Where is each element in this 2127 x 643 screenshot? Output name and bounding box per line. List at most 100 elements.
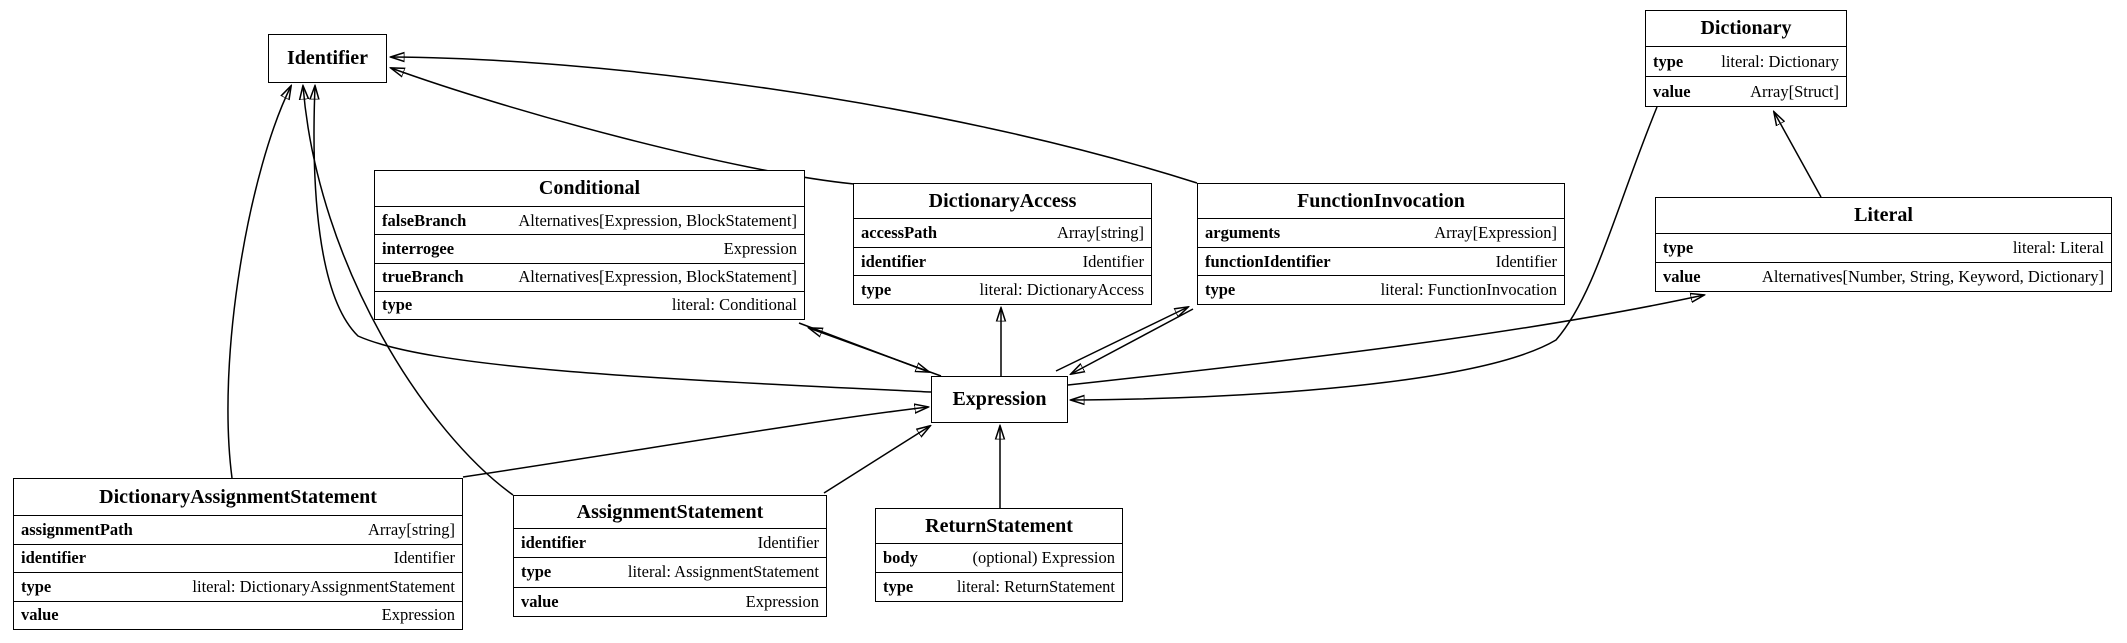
field-name: identifier bbox=[861, 251, 927, 271]
field-row: identifier Identifier bbox=[514, 528, 826, 557]
edge-expression-to-literal bbox=[1067, 295, 1704, 386]
edge-dictionaryAccess-to-identifier bbox=[391, 68, 855, 185]
field-name: assignmentPath bbox=[21, 519, 133, 539]
field-row: body (optional) Expression bbox=[876, 543, 1122, 572]
field-type: Expression bbox=[381, 605, 455, 625]
node-return-statement-title: ReturnStatement bbox=[925, 514, 1073, 537]
field-name: accessPath bbox=[861, 222, 938, 242]
node-dictionary-access: DictionaryAccess accessPath Array[string… bbox=[853, 183, 1152, 305]
field-type: literal: ReturnStatement bbox=[956, 577, 1115, 596]
field-row: assignmentPath Array[string] bbox=[14, 515, 462, 544]
field-row: trueBranch Alternatives[Expression, Bloc… bbox=[375, 262, 804, 291]
field-type: Array[string] bbox=[1056, 222, 1144, 242]
field-row: type literal: Literal bbox=[1656, 233, 2111, 262]
node-literal-title: Literal bbox=[1854, 204, 1913, 226]
field-type: Array[Expression] bbox=[1434, 222, 1557, 242]
field-row: interrogee Expression bbox=[375, 234, 804, 262]
field-type: Identifier bbox=[393, 548, 455, 568]
field-row: accessPath Array[string] bbox=[854, 218, 1151, 247]
node-assignment-statement-title: AssignmentStatement bbox=[576, 500, 764, 523]
field-name: type bbox=[382, 295, 413, 315]
field-row: arguments Array[Expression] bbox=[1198, 218, 1564, 247]
field-type: (optional) Expression bbox=[972, 548, 1115, 567]
field-type: Identifier bbox=[757, 533, 819, 553]
node-function-invocation: FunctionInvocation arguments Array[Expre… bbox=[1197, 183, 1565, 305]
field-type: Identifier bbox=[1082, 251, 1144, 271]
field-type: Identifier bbox=[1495, 251, 1557, 271]
edge-dictionaryAssignmentStatement-to-expression bbox=[462, 407, 928, 478]
field-name: falseBranch bbox=[382, 210, 467, 230]
field-name: functionIdentifier bbox=[1205, 251, 1331, 271]
field-type: literal: Conditional bbox=[671, 295, 797, 315]
field-row: functionIdentifier Identifier bbox=[1198, 246, 1564, 276]
field-row: type literal: AssignmentStatement bbox=[514, 557, 826, 586]
field-type: Alternatives[Expression, BlockStatement] bbox=[518, 267, 797, 287]
edge-functionInvocation-to-expression bbox=[1071, 308, 1194, 374]
edge-dictionaryAssignmentStatement-to-identifier bbox=[227, 86, 291, 479]
field-type: literal: AssignmentStatement bbox=[627, 562, 819, 582]
field-row: value Expression bbox=[14, 600, 462, 630]
field-row: type literal: ReturnStatement bbox=[876, 572, 1122, 601]
field-row: value Expression bbox=[514, 586, 826, 616]
field-name: type bbox=[1663, 238, 1694, 257]
node-function-invocation-title: FunctionInvocation bbox=[1297, 189, 1465, 212]
field-type: Alternatives[Expression, BlockStatement] bbox=[518, 210, 797, 230]
node-dictionary-title: Dictionary bbox=[1700, 17, 1792, 39]
field-row: type literal: DictionaryAssignmentStatem… bbox=[14, 572, 462, 601]
field-name: type bbox=[1653, 51, 1684, 71]
field-row: type literal: FunctionInvocation bbox=[1198, 275, 1564, 304]
edge-expression-to-functionInvocation bbox=[1055, 307, 1188, 372]
edge-functionInvocation-to-identifier bbox=[391, 57, 1198, 184]
field-row: value Array[Struct] bbox=[1646, 76, 1846, 106]
field-type: Array[string] bbox=[367, 519, 455, 539]
field-name: interrogee bbox=[382, 238, 455, 258]
node-identifier: Identifier bbox=[268, 34, 387, 83]
field-name: type bbox=[521, 562, 552, 582]
edge-assignmentStatement-to-expression bbox=[823, 426, 930, 494]
field-type: literal: FunctionInvocation bbox=[1380, 280, 1557, 300]
field-row: identifier Identifier bbox=[854, 246, 1151, 276]
node-dictionary: Dictionary type literal: Dictionary valu… bbox=[1645, 10, 1847, 107]
field-type: Array[Struct] bbox=[1750, 81, 1839, 101]
field-type: Expression bbox=[745, 591, 819, 611]
node-literal: Literal type literal: Literal value Alte… bbox=[1655, 197, 2112, 292]
field-name: arguments bbox=[1205, 222, 1281, 242]
field-type: literal: DictionaryAccess bbox=[979, 280, 1144, 300]
field-row: type literal: Conditional bbox=[375, 290, 804, 319]
field-row: value Alternatives[Number, String, Keywo… bbox=[1656, 262, 2111, 291]
field-row: identifier Identifier bbox=[14, 543, 462, 573]
field-type: literal: DictionaryAssignmentStatement bbox=[192, 576, 455, 596]
node-conditional-title: Conditional bbox=[538, 177, 641, 199]
field-type: Expression bbox=[723, 238, 797, 258]
node-expression-title: Expression bbox=[952, 388, 1047, 410]
field-name: trueBranch bbox=[382, 267, 464, 287]
field-name: value bbox=[1653, 81, 1691, 101]
field-name: type bbox=[883, 577, 914, 596]
field-name: identifier bbox=[21, 548, 87, 568]
field-name: body bbox=[883, 548, 918, 567]
field-row: type literal: DictionaryAccess bbox=[854, 275, 1151, 304]
node-dictionary-access-title: DictionaryAccess bbox=[928, 189, 1077, 212]
field-name: type bbox=[1205, 280, 1236, 300]
field-name: value bbox=[1663, 267, 1701, 286]
node-conditional: Conditional falseBranch Alternatives[Exp… bbox=[374, 170, 805, 320]
field-name: identifier bbox=[521, 533, 587, 553]
field-name: type bbox=[21, 576, 52, 596]
field-name: value bbox=[521, 591, 559, 611]
node-identifier-title: Identifier bbox=[286, 47, 369, 69]
field-type: Alternatives[Number, String, Keyword, Di… bbox=[1761, 267, 2104, 286]
node-return-statement: ReturnStatement body (optional) Expressi… bbox=[875, 508, 1123, 602]
field-row: falseBranch Alternatives[Expression, Blo… bbox=[375, 206, 804, 234]
edge-conditional-to-expression bbox=[798, 322, 929, 372]
field-name: type bbox=[861, 280, 892, 300]
node-assignment-statement: AssignmentStatement identifier Identifie… bbox=[513, 495, 827, 617]
edge-expression-to-conditional bbox=[809, 328, 942, 377]
field-type: literal: Dictionary bbox=[1721, 51, 1839, 71]
node-dictionary-assignment-statement-title: DictionaryAssignmentStatement bbox=[99, 485, 377, 508]
node-dictionary-assignment-statement: DictionaryAssignmentStatement assignment… bbox=[13, 478, 463, 630]
edge-literal-to-dictionary bbox=[1774, 112, 1822, 198]
field-type: literal: Literal bbox=[2012, 238, 2104, 257]
field-name: value bbox=[21, 605, 59, 625]
field-row: type literal: Dictionary bbox=[1646, 46, 1846, 76]
